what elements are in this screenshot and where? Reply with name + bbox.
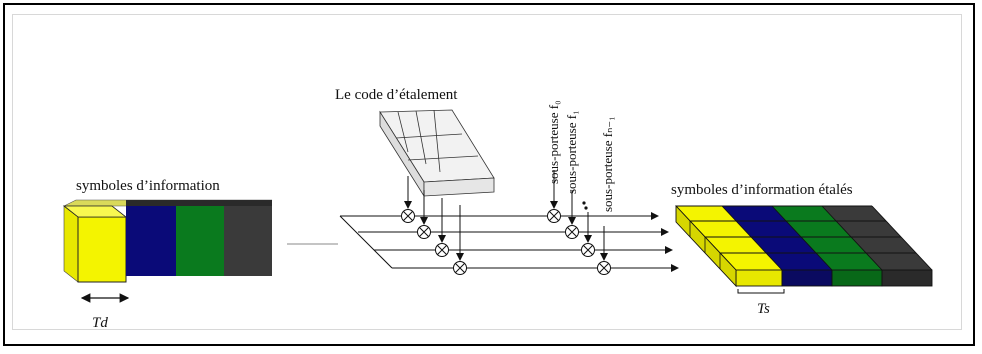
subcarrier-n-label: sous-porteuse fₙ₋₁ xyxy=(600,116,615,212)
spreading-code-strip xyxy=(379,109,495,198)
subcarrier-1-label: sous-porteuse f₁ xyxy=(564,110,579,194)
subcarrier-0-label: sous-porteuse f₀ xyxy=(546,100,561,184)
symbol-duration-label: Td xyxy=(92,315,108,331)
info-symbols-block xyxy=(62,199,273,283)
subcarrier-lines xyxy=(339,212,679,272)
spread-symbols-label: symboles d’information étalés xyxy=(671,182,853,198)
chip-duration-label: Ts xyxy=(757,301,770,317)
info-symbols-label: symboles d’information xyxy=(76,178,220,194)
ts-bracket xyxy=(737,289,785,294)
spread-symbols-block xyxy=(675,204,933,288)
figure-inner-border xyxy=(12,14,962,330)
spreading-code-label: Le code d’étalement xyxy=(335,87,458,103)
multiplier-circle-icon xyxy=(401,209,611,275)
